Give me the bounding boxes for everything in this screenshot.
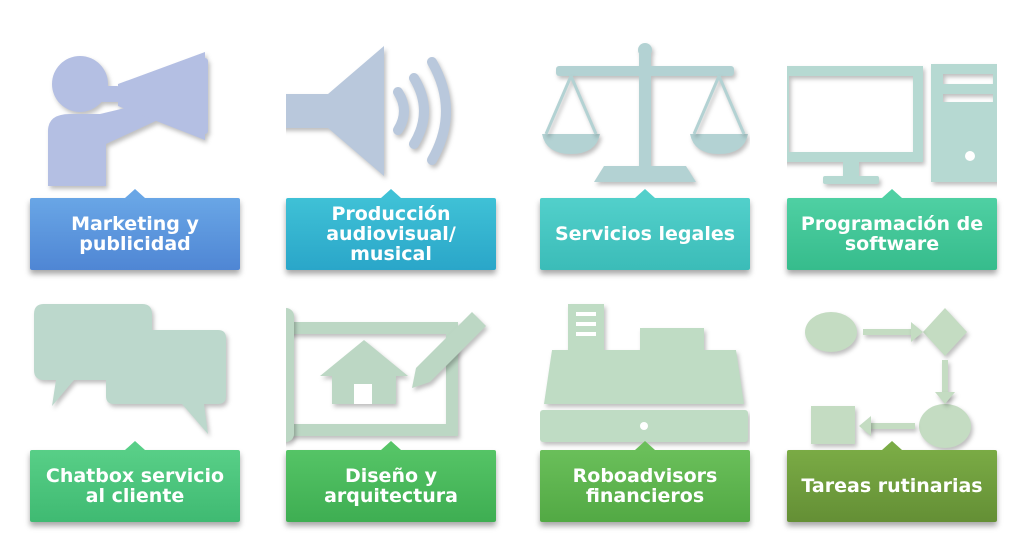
servicios-legales-label: Servicios legales — [540, 189, 750, 270]
tile-programacion: Programación de software — [787, 36, 997, 270]
megaphone-person-icon — [30, 36, 240, 206]
desktop-computer-icon — [787, 36, 997, 206]
chatbox-label: Chatbox servicio al cliente — [30, 441, 240, 522]
scales-of-justice-icon — [540, 36, 750, 206]
tareas-label: Tareas rutinarias — [787, 441, 997, 522]
tile-tareas: Tareas rutinarias — [787, 288, 997, 522]
tile-marketing: Marketing y publicidad — [30, 36, 240, 270]
tile-produccion: Producción audiovisual/ musical — [286, 36, 496, 270]
tile-chatbox: Chatbox servicio al cliente — [30, 288, 240, 522]
chat-bubbles-icon — [30, 288, 240, 458]
tile-diseno: Diseño y arquitectura — [286, 288, 496, 522]
tile-roboadvisors: Roboadvisors financieros — [540, 288, 750, 522]
speaker-sound-icon — [286, 36, 496, 206]
cash-register-icon — [540, 288, 750, 458]
blueprint-house-pencil-icon — [286, 288, 496, 458]
marketing-label: Marketing y publicidad — [30, 189, 240, 270]
diseno-label: Diseño y arquitectura — [286, 441, 496, 522]
tile-servicios-legales: Servicios legales — [540, 36, 750, 270]
programacion-label: Programación de software — [787, 189, 997, 270]
roboadvisors-label: Roboadvisors financieros — [540, 441, 750, 522]
produccion-label: Producción audiovisual/ musical — [286, 189, 496, 270]
flowchart-icon — [787, 288, 997, 458]
